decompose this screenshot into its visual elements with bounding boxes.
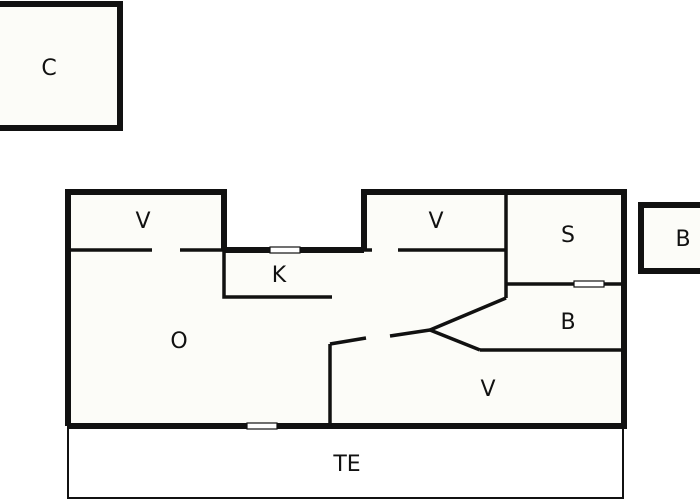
room-label-sauna: S [561, 223, 575, 248]
room-label-bedroom-bottom-right: V [480, 377, 495, 402]
annex-building [638, 202, 700, 274]
room-label-bathroom: B [560, 310, 575, 335]
house-floor [68, 192, 624, 426]
room-label-bedroom-left: V [135, 209, 150, 234]
room-label-annex: B [675, 227, 690, 252]
interior-walls [68, 192, 624, 426]
room-labels: C B V V K O S B V TE [41, 56, 690, 477]
room-label-kitchen: K [272, 263, 287, 288]
room-label-carport: C [41, 56, 56, 81]
terrace-area [67, 426, 624, 499]
window-living-bottom [246, 422, 278, 430]
window-sauna [573, 280, 605, 288]
room-label-living: O [170, 329, 187, 354]
window-kitchen [269, 246, 301, 254]
room-label-bedroom-top-right: V [428, 209, 443, 234]
carport-building [0, 1, 123, 131]
windows [246, 246, 605, 430]
room-label-terrace: TE [332, 452, 360, 477]
